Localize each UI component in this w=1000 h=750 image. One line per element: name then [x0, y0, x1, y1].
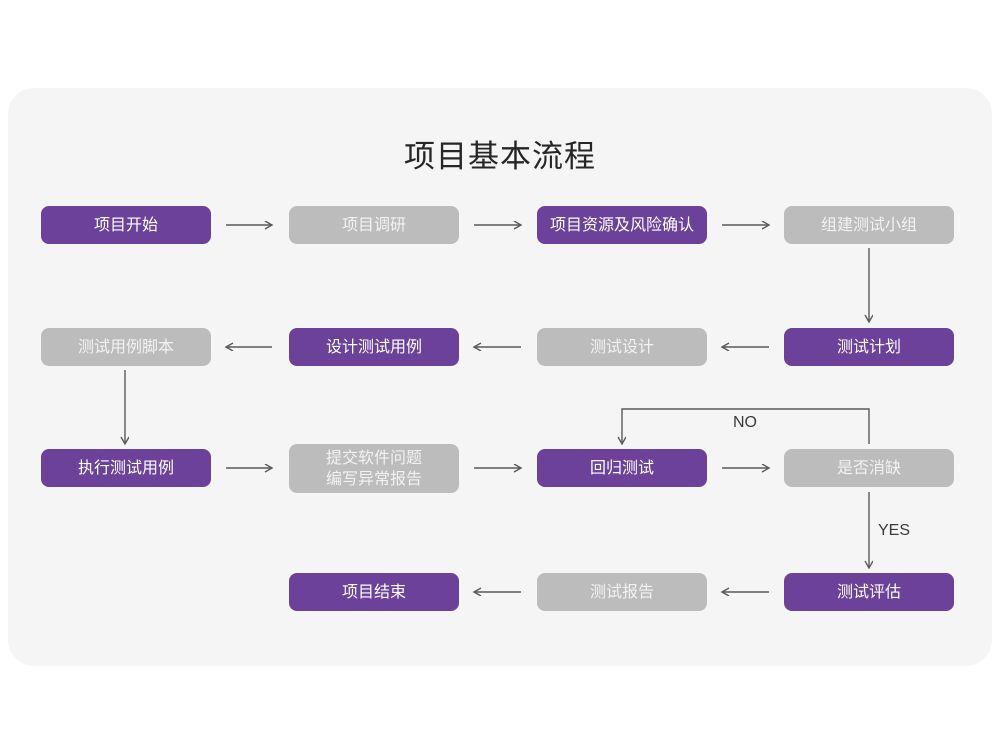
node-label: 是否消缺	[836, 459, 901, 477]
node-label: 测试评估	[836, 583, 901, 601]
node-test-report[interactable]: 测试报告	[537, 573, 707, 611]
node-submit-issue-report[interactable]: 提交软件问题 编写异常报告	[289, 444, 459, 493]
node-label: 执行测试用例	[77, 459, 174, 477]
node-test-design[interactable]: 测试设计	[537, 328, 707, 366]
node-label: 项目开始	[93, 216, 158, 234]
node-project-start[interactable]: 项目开始	[41, 206, 211, 244]
edge-label-no: NO	[733, 414, 757, 431]
node-label: 测试报告	[589, 583, 654, 601]
page-title: 项目基本流程	[404, 139, 596, 174]
node-test-evaluation[interactable]: 测试评估	[784, 573, 954, 611]
node-label: 组建测试小组	[820, 216, 917, 234]
node-project-research[interactable]: 项目调研	[289, 206, 459, 244]
node-label: 项目调研	[341, 216, 406, 234]
node-design-test-case[interactable]: 设计测试用例	[289, 328, 459, 366]
node-label: 测试设计	[589, 338, 654, 356]
node-label: 测试计划	[836, 338, 901, 356]
diagram-card	[8, 88, 992, 666]
node-form-test-team[interactable]: 组建测试小组	[784, 206, 954, 244]
node-label: 项目资源及风险确认	[549, 216, 694, 234]
node-test-case-script[interactable]: 测试用例脚本	[41, 328, 211, 366]
node-execute-test-case[interactable]: 执行测试用例	[41, 449, 211, 487]
node-label: 设计测试用例	[325, 338, 422, 356]
edge-label-yes: YES	[878, 522, 911, 539]
node-regression-test[interactable]: 回归测试	[537, 449, 707, 487]
node-defect-cleared-decision[interactable]: 是否消缺	[784, 449, 954, 487]
node-project-end[interactable]: 项目结束	[289, 573, 459, 611]
node-label: 回归测试	[589, 459, 654, 477]
node-label: 测试用例脚本	[77, 338, 174, 356]
node-test-plan[interactable]: 测试计划	[784, 328, 954, 366]
node-resource-risk-confirm[interactable]: 项目资源及风险确认	[537, 206, 707, 244]
node-label: 项目结束	[341, 583, 406, 601]
node-label: 提交软件问题 编写异常报告	[325, 449, 422, 488]
